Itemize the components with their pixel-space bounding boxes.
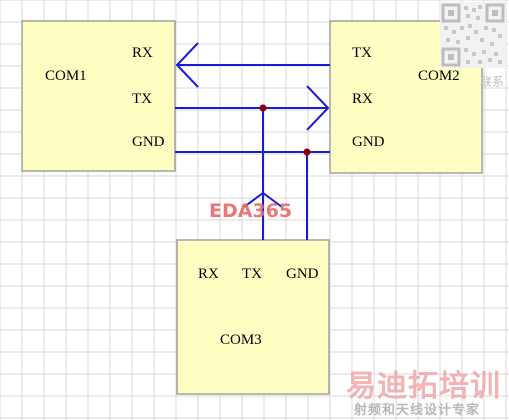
qr-caption: 联系 (480, 75, 504, 89)
com3-pin-tx: TX (242, 266, 262, 282)
arrowhead-into-com2-rx (306, 85, 330, 131)
module-com1[interactable]: COM1 RX TX GND (21, 20, 176, 172)
module-com3[interactable]: RX TX GND COM3 (176, 239, 330, 395)
com1-pin-rx: RX (132, 45, 153, 61)
brand-logo-subtitle: 射频和天线设计专家 (354, 403, 481, 418)
arrowhead-into-com3-rx (243, 191, 283, 208)
qr-code-watermark: 联系 (440, 2, 506, 94)
com3-pin-rx: RX (198, 266, 219, 282)
com1-label: COM1 (45, 68, 87, 84)
com1-box (21, 20, 176, 172)
com1-pin-gnd: GND (132, 134, 165, 150)
com3-label: COM3 (220, 332, 262, 348)
brand-logo-text: 易迪拓培训 (346, 369, 501, 404)
com2-pin-gnd: GND (352, 134, 385, 150)
brand-logo-watermark: 易迪拓培训 射频和天线设计专家 (346, 361, 504, 418)
qr-code-icon: 联系 (440, 2, 506, 89)
com3-pin-gnd: GND (286, 266, 319, 282)
arrowhead-into-com1-rx (175, 42, 199, 88)
com1-pin-tx: TX (132, 91, 152, 107)
com2-pin-tx: TX (352, 45, 372, 61)
wires (175, 42, 330, 240)
junction-gnd-net (303, 148, 311, 156)
com2-label: COM2 (418, 68, 460, 84)
junction-tx-net (259, 104, 267, 112)
eda365-watermark: EDA365 (209, 200, 292, 222)
com2-pin-rx: RX (352, 91, 373, 107)
com3-box (176, 239, 330, 395)
